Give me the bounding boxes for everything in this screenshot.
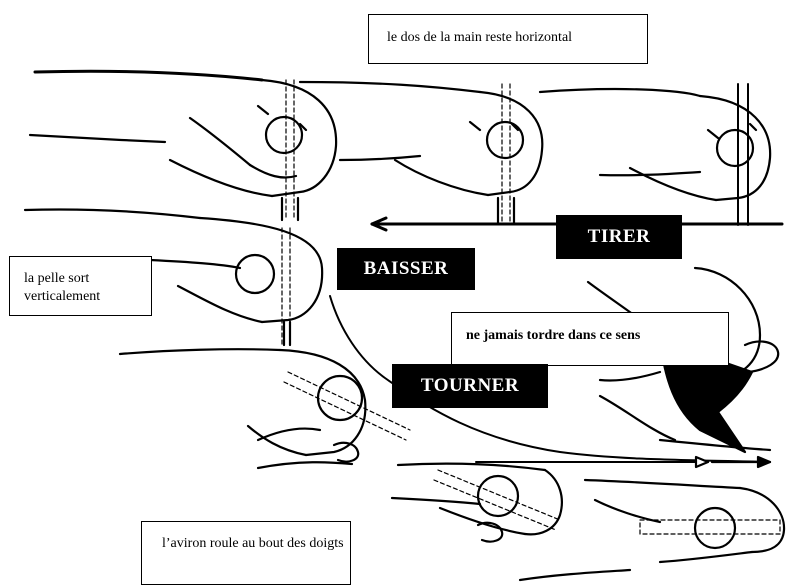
action-tag-baisser: BAISSER bbox=[337, 248, 475, 290]
note-never-twist: ne jamais tordre dans ce sens bbox=[451, 312, 729, 366]
note-hand-horizontal-text: le dos de la main reste horizontal bbox=[387, 30, 572, 45]
action-tag-tourner: TOURNER bbox=[392, 364, 548, 408]
hand-sequence-pull-1 bbox=[30, 71, 336, 220]
action-tag-baisser-text: BAISSER bbox=[364, 258, 449, 280]
hand-turning bbox=[120, 349, 410, 468]
note-never-twist-text: ne jamais tordre dans ce sens bbox=[466, 328, 640, 343]
hand-rolling bbox=[520, 480, 784, 580]
hand-sequence-pull-2 bbox=[300, 82, 542, 224]
note-hand-horizontal: le dos de la main reste horizontal bbox=[368, 14, 648, 64]
action-tag-tirer-text: TIRER bbox=[588, 226, 651, 248]
action-tag-tourner-text: TOURNER bbox=[421, 375, 519, 397]
note-blade-vertical-text: la pelle sort verticalement bbox=[24, 271, 100, 304]
hand-turning-2 bbox=[392, 457, 770, 542]
note-oar-rolls-text: l’aviron roule au bout des doigts bbox=[162, 536, 344, 551]
note-blade-vertical: la pelle sort verticalement bbox=[9, 256, 152, 316]
hand-sequence-pull-3 bbox=[540, 84, 770, 225]
note-oar-rolls: l’aviron roule au bout des doigts bbox=[141, 521, 351, 585]
action-tag-tirer: TIRER bbox=[556, 215, 682, 259]
